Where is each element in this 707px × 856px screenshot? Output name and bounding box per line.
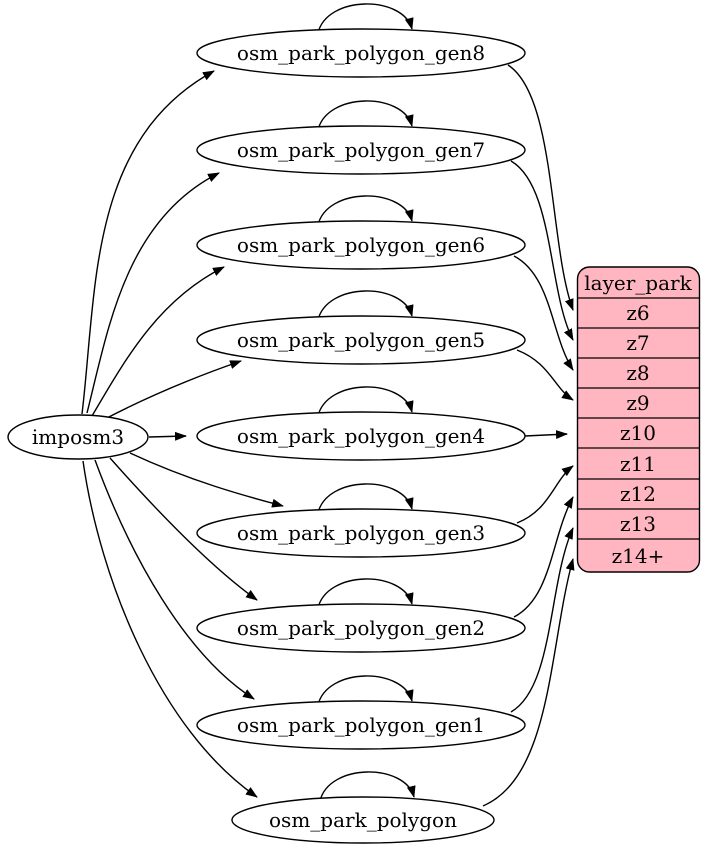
table-label: osm_park_polygon_gen8 [237, 41, 485, 65]
node-osm-park-polygon-gen3: osm_park_polygon_gen3 [196, 508, 526, 558]
self-loop-gen5 [317, 290, 414, 321]
edge-imposm3-gen5 [102, 360, 242, 421]
edge-gen1-z13 [510, 527, 574, 713]
layer-row-z6: z6 [626, 301, 649, 325]
edge-imposm3-gen2 [109, 457, 258, 601]
node-osm-park-polygon: osm_park_polygon [231, 796, 495, 844]
imposm3-label: imposm3 [32, 425, 124, 449]
layer-row-z7: z7 [626, 331, 649, 355]
table-ellipse [196, 700, 526, 750]
node-osm-park-polygon-gen5: osm_park_polygon_gen5 [196, 315, 526, 365]
self-loop-gen2 [317, 578, 414, 609]
layer-park-box [576, 266, 701, 573]
self-loop-gen7 [317, 100, 414, 131]
layer-row-z13: z13 [620, 512, 656, 536]
table-label: osm_park_polygon_gen1 [237, 713, 485, 737]
table-ellipse [196, 220, 526, 270]
table-ellipse [196, 603, 526, 653]
node-imposm3: imposm3 [7, 414, 149, 460]
edge-imposm3-polygon [82, 460, 258, 798]
self-loop-gen3 [317, 483, 414, 514]
table-ellipse [196, 125, 526, 175]
table-ellipse [231, 796, 495, 844]
self-loop-gen1 [317, 675, 414, 706]
layer-park-title: layer_park [584, 271, 692, 295]
node-osm-park-polygon-gen1: osm_park_polygon_gen1 [196, 700, 526, 750]
node-osm-park-polygon-gen6: osm_park_polygon_gen6 [196, 220, 526, 270]
table-label: osm_park_polygon_gen7 [237, 138, 485, 162]
self-loop-polygon [319, 771, 416, 802]
node-osm-park-polygon-gen8: osm_park_polygon_gen8 [196, 28, 526, 78]
self-loop-edges [317, 3, 416, 802]
edge-imposm3-gen4 [148, 431, 187, 441]
edge-gen3-z11 [516, 465, 574, 524]
node-osm-park-polygon-gen4: osm_park_polygon_gen4 [196, 411, 526, 461]
node-layer-park: layer_park z6 z7 z8 z9 z10 z11 z12 z13 z… [576, 266, 701, 573]
table-label: osm_park_polygon_gen6 [237, 233, 485, 257]
self-loop-gen4 [317, 386, 414, 417]
node-osm-park-polygon-gen7: osm_park_polygon_gen7 [196, 125, 526, 175]
layer-row-z8: z8 [626, 361, 649, 385]
edge-gen2-z12 [513, 496, 574, 618]
edge-gen5-z9 [516, 349, 574, 401]
edge-gen6-z8 [513, 255, 574, 371]
table-ellipse [196, 411, 526, 461]
imposm3-ellipse [7, 414, 149, 460]
table-ellipse [196, 28, 526, 78]
node-osm-park-polygon-gen2: osm_park_polygon_gen2 [196, 603, 526, 653]
table-label: osm_park_polygon_gen3 [237, 521, 485, 545]
edge-gen7-z7 [510, 160, 574, 341]
table-ellipse [196, 508, 526, 558]
edge-imposm3-gen7 [86, 172, 220, 414]
layer-row-z9: z9 [626, 391, 649, 415]
layer-row-z10: z10 [620, 421, 656, 445]
edge-imposm3-gen1 [94, 459, 255, 700]
layer-row-z14plus: z14+ [612, 544, 665, 568]
edges-source-to-tables [81, 70, 284, 798]
edge-gen4-z10 [524, 430, 568, 440]
edge-imposm3-gen8 [81, 70, 215, 415]
edge-polygon-z14 [482, 558, 575, 807]
table-label: osm_park_polygon_gen4 [237, 424, 485, 448]
layer-row-z12: z12 [620, 482, 656, 506]
table-label: osm_park_polygon [269, 808, 457, 832]
edge-imposm3-gen3 [129, 452, 284, 508]
edge-gen8-z6 [507, 64, 574, 311]
edge-imposm3-gen6 [91, 266, 225, 417]
layer-row-z11: z11 [620, 452, 656, 476]
self-loop-gen6 [317, 195, 414, 226]
self-loop-gen8 [317, 3, 414, 34]
table-ellipse [196, 315, 526, 365]
table-label: osm_park_polygon_gen2 [237, 616, 485, 640]
table-label: osm_park_polygon_gen5 [237, 328, 485, 352]
edges-tables-to-layer [482, 64, 575, 807]
